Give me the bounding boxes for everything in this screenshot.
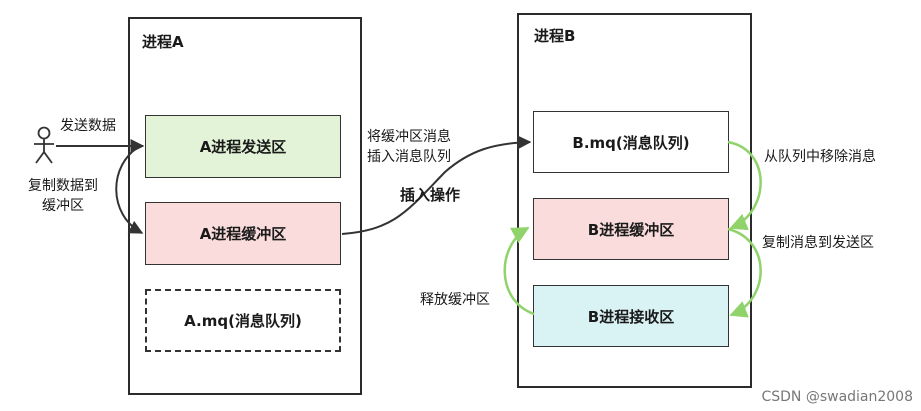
- enqueue-label-line1: 将缓冲区消息: [367, 129, 451, 145]
- process-b-title: 进程B: [534, 27, 576, 45]
- watermark: CSDN @swadian2008: [761, 389, 913, 405]
- insert-operation-label: 插入操作: [400, 186, 461, 204]
- a-send-area: A进程发送区: [145, 115, 341, 178]
- send-data-label: 发送数据: [60, 118, 116, 134]
- b-receive-area: B进程接收区: [533, 285, 729, 347]
- copy-to-buffer-label-line1: 复制数据到: [28, 178, 98, 194]
- release-buffer-arrow: [503, 226, 535, 316]
- copy-to-buffer-label: 复制数据到 缓冲区: [28, 176, 98, 216]
- b-message-queue: B.mq(消息队列): [533, 111, 729, 173]
- enqueue-label: 将缓冲区消息 插入消息队列: [367, 127, 451, 167]
- copy-to-buffer-arrow: [115, 145, 144, 234]
- actor-icon: [34, 126, 54, 164]
- copy-to-buffer-label-line2: 缓冲区: [42, 198, 84, 214]
- remove-from-queue-arrow: [727, 140, 762, 231]
- a-message-queue: A.mq(消息队列): [145, 289, 341, 352]
- remove-from-queue-label: 从队列中移除消息: [764, 149, 876, 165]
- process-a-title: 进程A: [142, 33, 184, 51]
- insert-operation-arrow: [341, 135, 532, 235]
- release-buffer-label: 释放缓冲区: [420, 292, 490, 308]
- copy-to-send-label: 复制消息到发送区: [762, 235, 874, 251]
- a-buffer: A进程缓冲区: [145, 202, 341, 265]
- b-buffer: B进程缓冲区: [533, 198, 729, 260]
- enqueue-label-line2: 插入消息队列: [367, 149, 451, 165]
- copy-to-receive-arrow: [727, 227, 762, 318]
